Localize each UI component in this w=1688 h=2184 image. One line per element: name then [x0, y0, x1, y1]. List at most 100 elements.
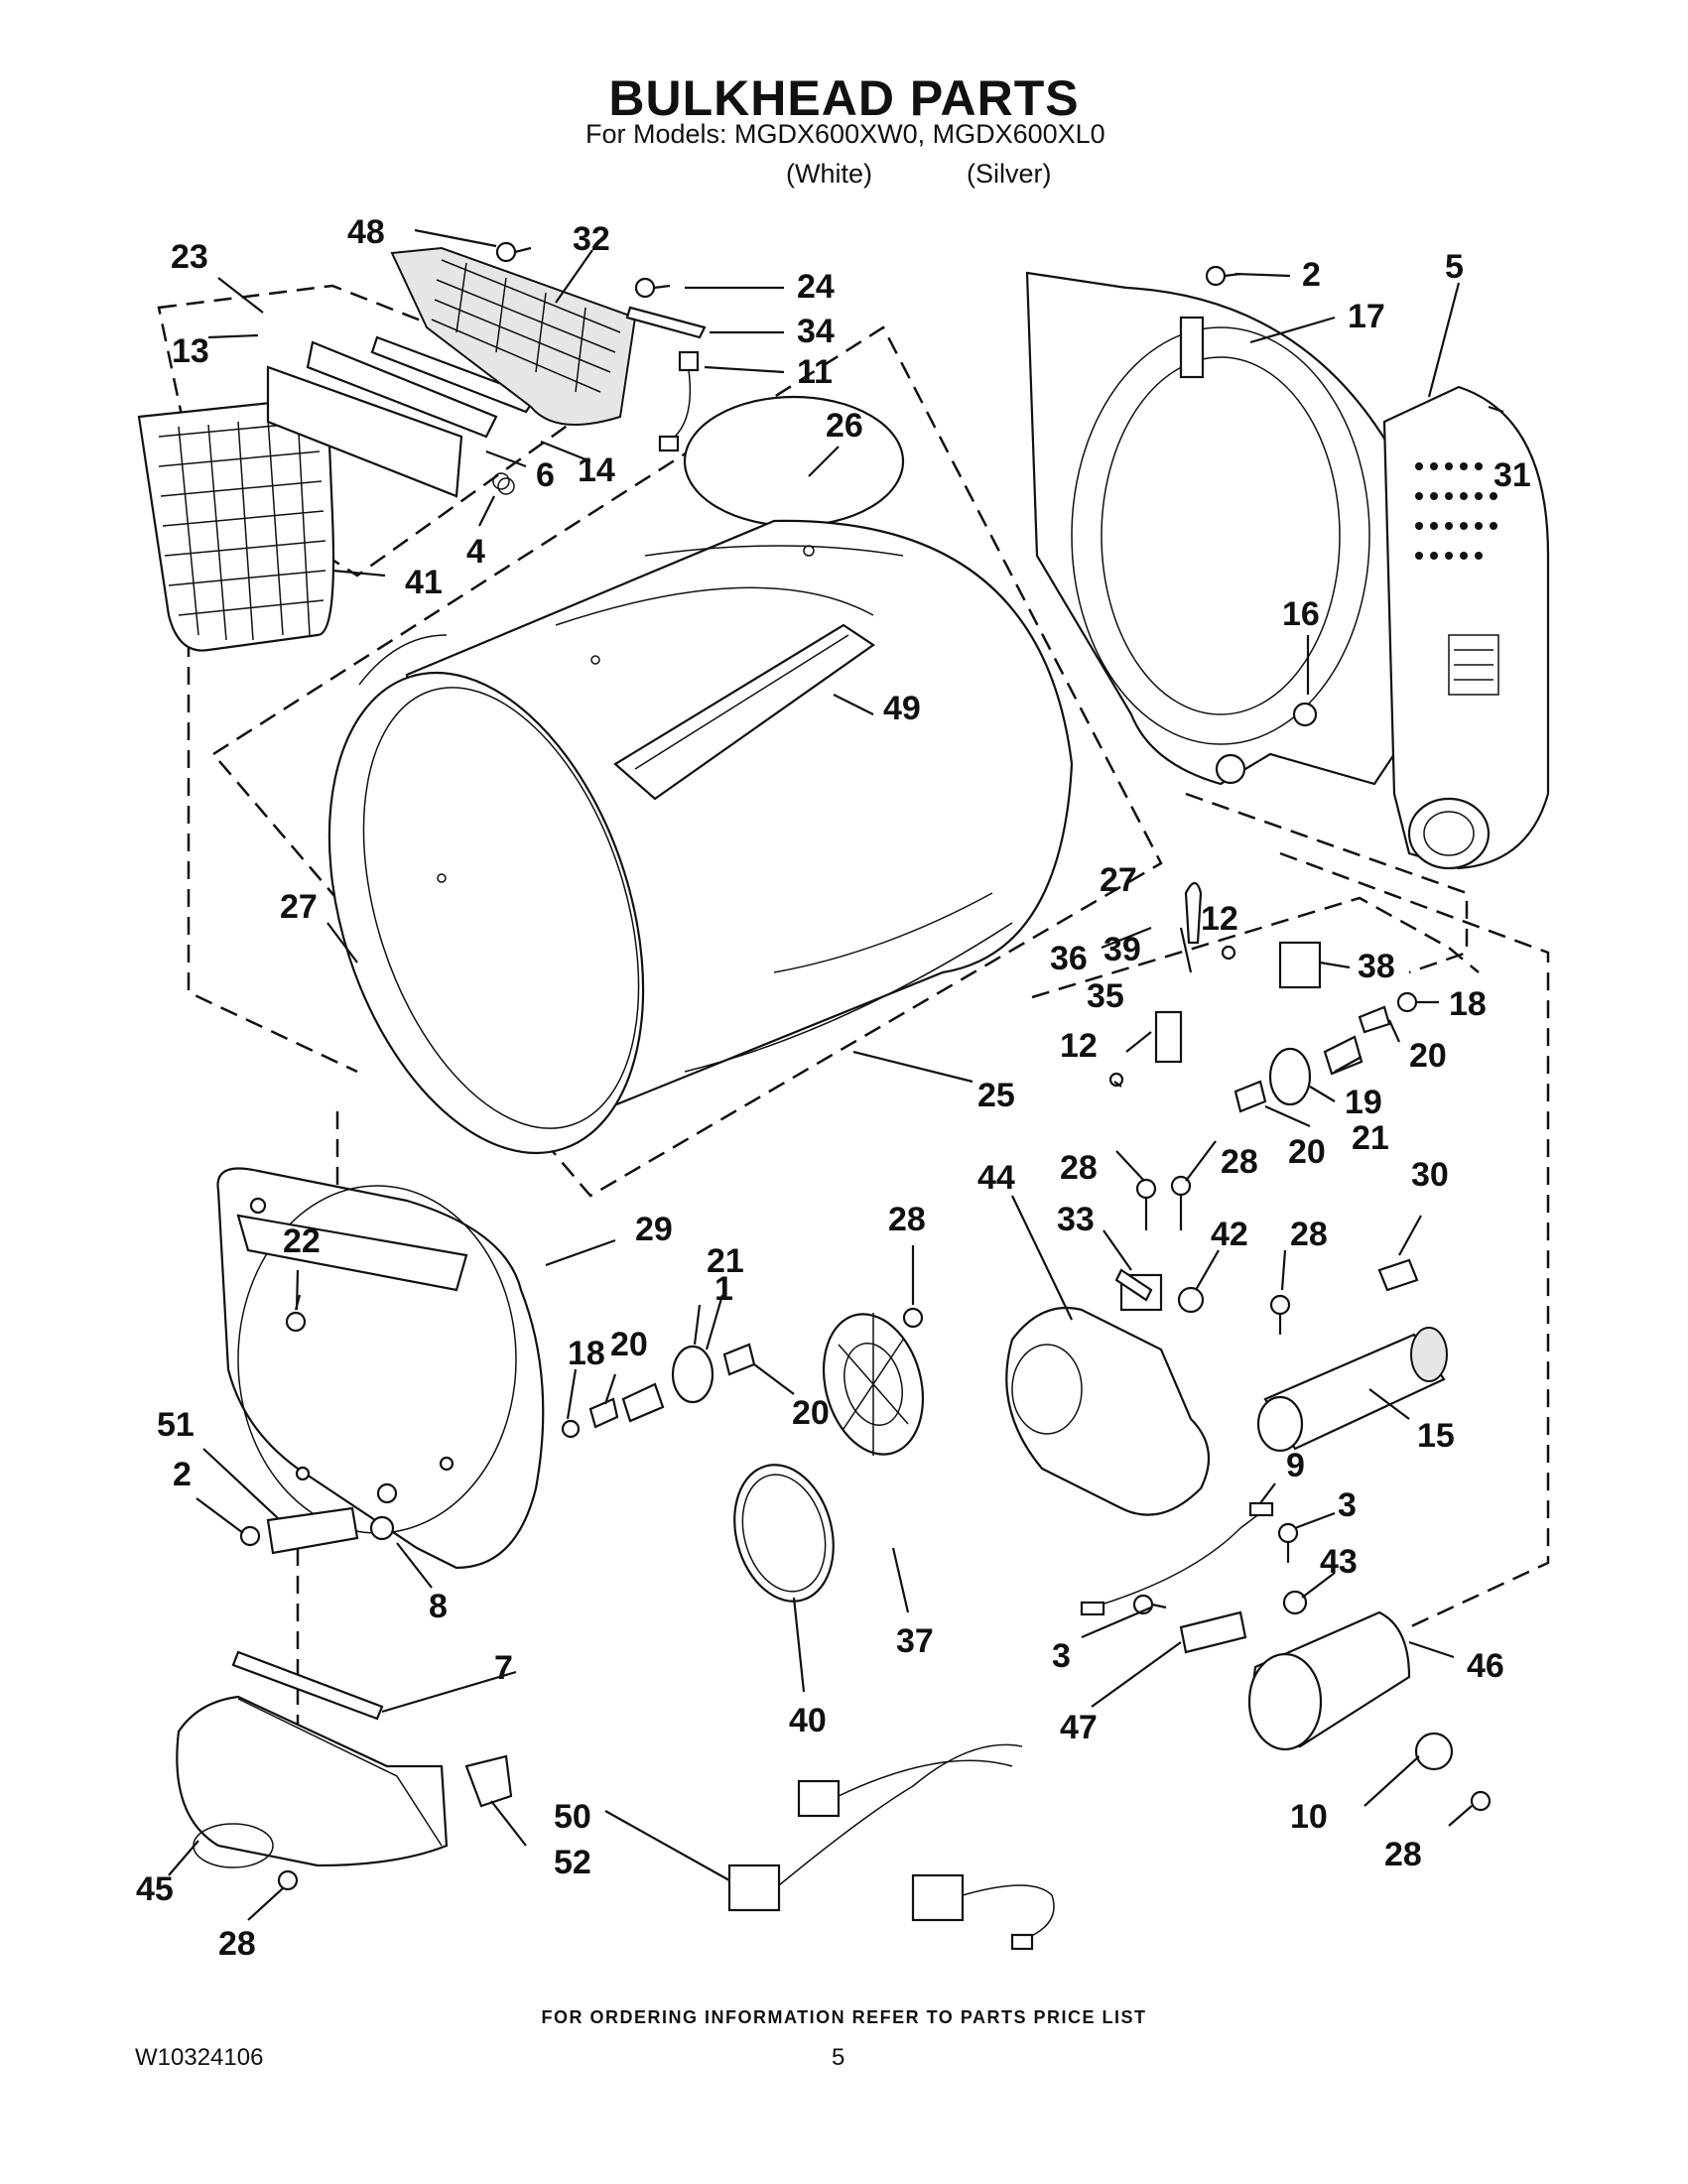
right-leader: [1279, 851, 1550, 1629]
rear-bulkhead-outline: [1185, 792, 1469, 974]
callout-32: 32: [573, 220, 610, 258]
callout-9: 9: [1286, 1447, 1305, 1484]
front-duct-45: [176, 1695, 449, 1868]
front-bulkhead: [216, 1167, 545, 1570]
clip-33: [1114, 1268, 1153, 1302]
callout-30: 30: [1411, 1156, 1449, 1194]
idler-assembly: [1108, 881, 1418, 1113]
callout-49: 49: [883, 690, 921, 727]
screw-28-bottom-left: [277, 1869, 299, 1891]
clamp-42: [1177, 1286, 1205, 1314]
callout-12-bottom: 12: [1060, 1027, 1098, 1065]
callout-1: 1: [714, 1270, 733, 1308]
callout-45: 45: [136, 1870, 174, 1908]
ordering-note: FOR ORDERING INFORMATION REFER TO PARTS …: [541, 2007, 1147, 2027]
callout-28-d: 28: [888, 1201, 926, 1238]
seal-40: [733, 1464, 835, 1603]
callout-25: 25: [977, 1077, 1015, 1114]
callout-10: 10: [1290, 1798, 1328, 1836]
callout-37: 37: [896, 1622, 934, 1660]
models-line: For Models: MGDX600XW0, MGDX600XL0: [585, 119, 1105, 149]
callout-20-right-a: 20: [1409, 1037, 1447, 1075]
callout-7: 7: [494, 1649, 513, 1687]
drum-left-leader: [187, 417, 358, 1074]
callout-43: 43: [1320, 1543, 1358, 1581]
front-bearing: [561, 1343, 756, 1439]
callout-52: 52: [554, 1844, 591, 1881]
callout-18-right: 18: [1449, 985, 1487, 1023]
seal-7: [231, 1650, 384, 1721]
callout-19: 19: [1345, 1084, 1382, 1121]
callout-38: 38: [1358, 948, 1395, 985]
callout-42: 42: [1211, 1216, 1248, 1253]
clamp-43: [1282, 1590, 1308, 1615]
callout-27-left: 27: [280, 888, 318, 926]
rear-bulkhead: [1025, 271, 1396, 786]
bracket-52: [464, 1754, 513, 1808]
heater-housing-31: [1382, 385, 1550, 870]
bracket-47: [1179, 1610, 1247, 1654]
callout-34: 34: [797, 313, 835, 350]
callout-28-e: 28: [1384, 1836, 1422, 1873]
callout-51: 51: [157, 1406, 195, 1444]
leader-lines: [168, 228, 1504, 1921]
switch-11: [658, 350, 700, 452]
nut-8: [369, 1515, 395, 1541]
callout-28-c: 28: [1290, 1216, 1328, 1253]
callout-28-b: 28: [1221, 1143, 1258, 1181]
blower-housing: [1005, 1273, 1211, 1516]
callout-41: 41: [405, 564, 443, 601]
screw-2-top: [1205, 265, 1241, 287]
screw-24: [634, 277, 671, 299]
callout-16: 16: [1282, 595, 1320, 633]
drum-seal-27: [358, 634, 448, 686]
callout-18-left: 18: [568, 1335, 605, 1372]
bracket-51: [266, 1506, 359, 1555]
heater-tube-15: [1256, 1327, 1448, 1453]
blower-wheel: [822, 1313, 925, 1456]
page-title: BULKHEAD PARTS: [608, 70, 1080, 126]
callout-26: 26: [826, 407, 863, 445]
lint-screen: [137, 395, 335, 652]
callout-labels: 48 32 23 24 34 13 11 6 14 4 41 26 2 17 5…: [136, 213, 1531, 1963]
callout-20-right-b: 20: [1288, 1133, 1326, 1171]
lint-filter-housing: [266, 246, 637, 498]
wire-9: [1080, 1501, 1274, 1616]
callout-24: 24: [797, 268, 835, 306]
callout-13: 13: [172, 332, 209, 370]
bearing-leader: [1031, 896, 1480, 999]
baffle-49: [613, 623, 875, 801]
drum: [327, 395, 1074, 1155]
wire-harness-50: [727, 1743, 1055, 1951]
callout-2-front: 2: [173, 1456, 192, 1493]
motor-46: [1247, 1610, 1411, 1751]
callout-39: 39: [1104, 931, 1141, 968]
callout-31: 31: [1493, 456, 1531, 494]
callout-48: 48: [347, 213, 385, 251]
callout-3-b: 3: [1052, 1637, 1071, 1675]
callout-15: 15: [1417, 1417, 1455, 1455]
callout-12-top: 12: [1201, 900, 1238, 938]
model-color-silver: (Silver): [967, 159, 1052, 189]
callout-8: 8: [429, 1588, 448, 1625]
screw-3-a: [1277, 1522, 1299, 1563]
callout-46: 46: [1467, 1647, 1504, 1685]
callout-28-f: 28: [218, 1925, 256, 1963]
callout-22: 22: [283, 1222, 321, 1260]
clip-30: [1377, 1258, 1419, 1292]
callout-44: 44: [977, 1159, 1015, 1197]
bracket-34: [625, 306, 707, 339]
callout-3-a: 3: [1338, 1486, 1357, 1524]
page-number: 5: [832, 2044, 845, 2071]
screws-28: [902, 1175, 1291, 1335]
callout-27-right: 27: [1100, 861, 1137, 899]
thermostat-10: [1414, 1732, 1454, 1771]
callout-4: 4: [466, 533, 485, 571]
screw-28-right: [1470, 1790, 1492, 1812]
callout-5: 5: [1445, 248, 1464, 286]
callout-17: 17: [1348, 298, 1385, 335]
model-color-white: (White): [786, 159, 872, 189]
callout-50: 50: [554, 1798, 591, 1836]
screw-2-front: [239, 1525, 261, 1547]
callout-21-left: 21: [707, 1242, 744, 1280]
